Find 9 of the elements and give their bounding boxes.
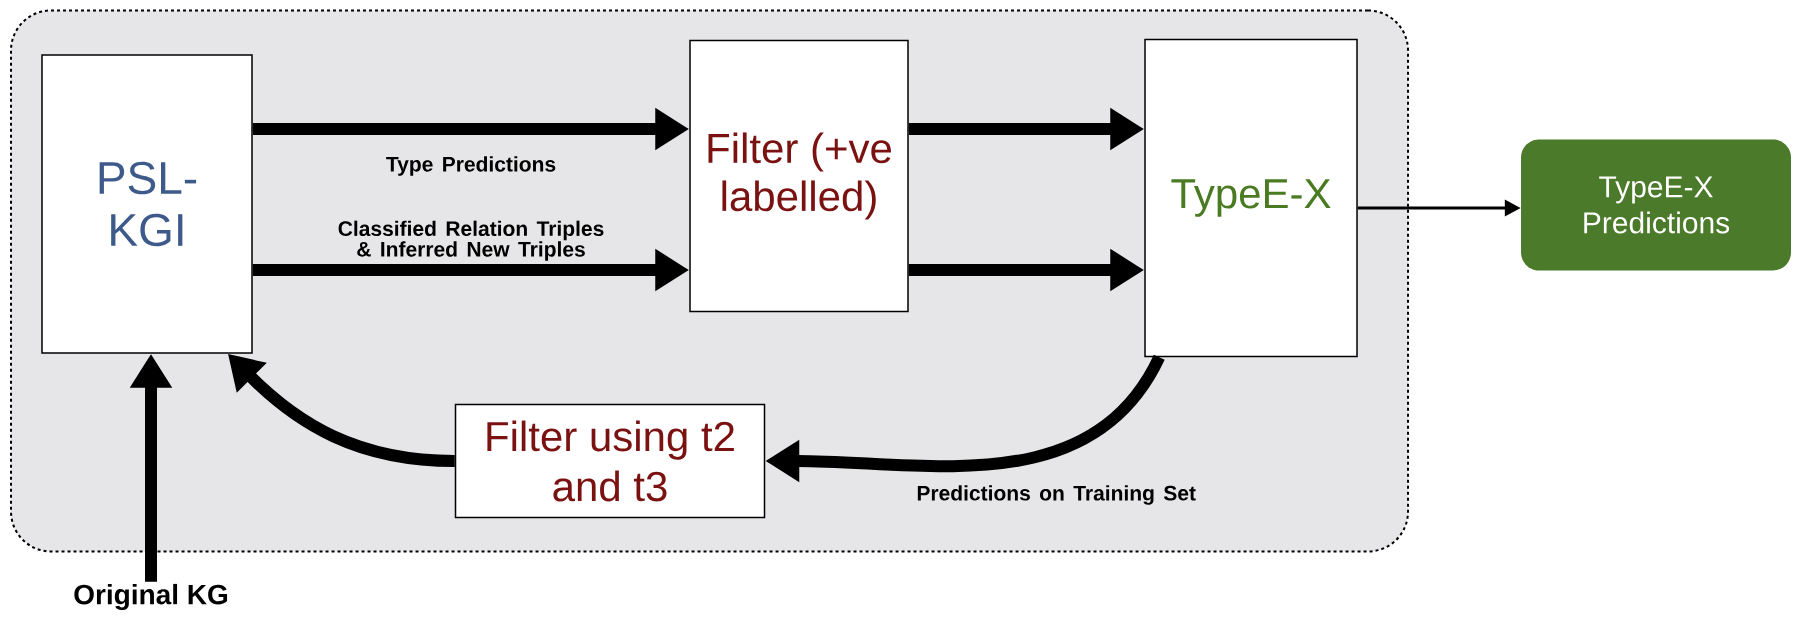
process-box: Filter using t2 and t3	[454, 403, 766, 519]
process-box: PSL-KGI	[41, 54, 253, 354]
output-box: TypeE-X Predictions	[1521, 139, 1791, 271]
edge-label: Type Predictions	[386, 156, 556, 176]
process-box: TypeE-X	[1144, 38, 1358, 358]
process-box: Filter (+ve labelled)	[689, 39, 909, 313]
edge-label: Classified Relation Triples & Inferred New Triples	[338, 220, 604, 261]
input-label: Original KG	[74, 583, 228, 611]
edge-label: Predictions on Training Set	[917, 485, 1196, 505]
